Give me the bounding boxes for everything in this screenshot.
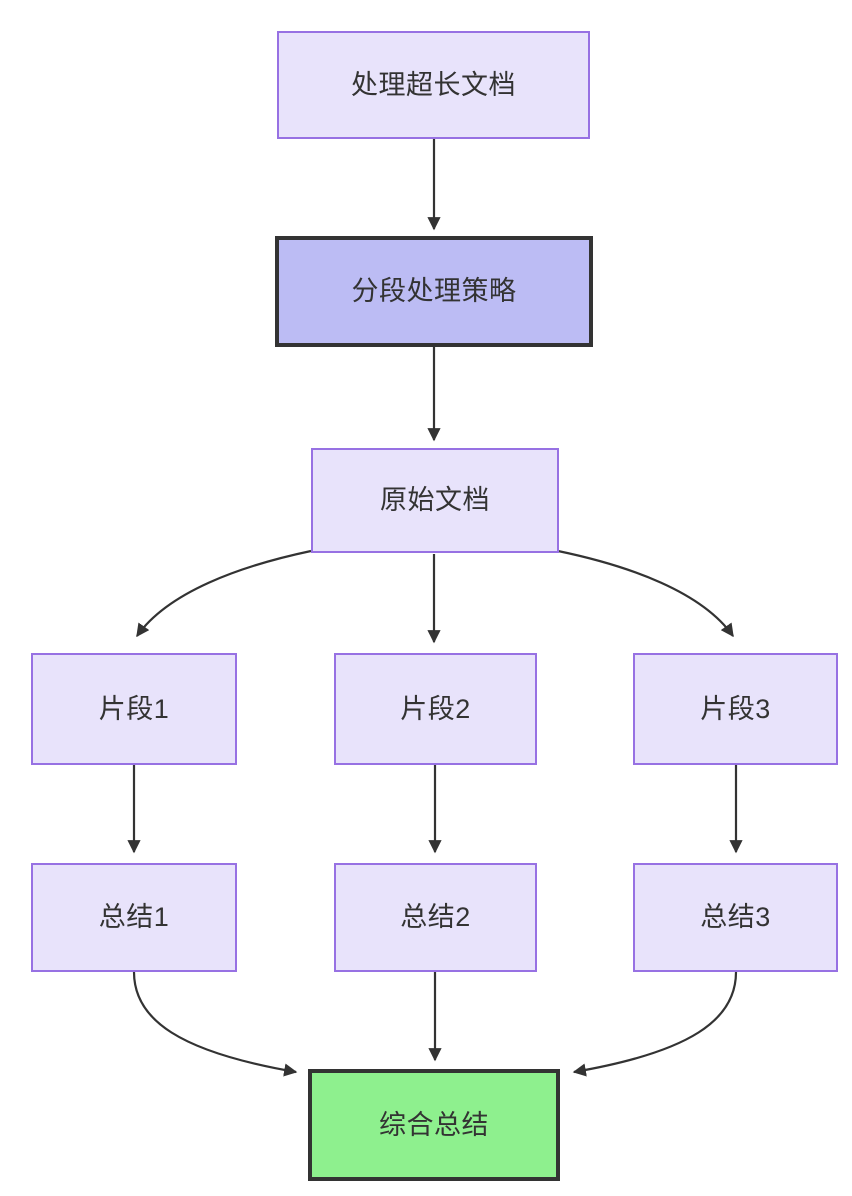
edge-n7-n10 <box>132 971 298 1077</box>
node-fragment-3[interactable]: 片段3 <box>633 653 838 765</box>
node-label: 总结3 <box>700 902 771 933</box>
node-label: 原始文档 <box>380 485 490 516</box>
edge-n3-n6 <box>557 549 734 638</box>
node-label: 分段处理策略 <box>351 276 517 307</box>
node-summary-3[interactable]: 总结3 <box>633 863 838 972</box>
node-fragment-1[interactable]: 片段1 <box>31 653 237 765</box>
node-original-document[interactable]: 原始文档 <box>311 448 559 553</box>
edge-n3-n4 <box>136 549 312 638</box>
edge-n9-n10 <box>572 971 738 1077</box>
node-label: 片段3 <box>700 693 771 724</box>
node-combined-summary[interactable]: 综合总结 <box>308 1069 560 1181</box>
node-label: 片段1 <box>98 693 170 724</box>
node-summary-2[interactable]: 总结2 <box>334 863 537 972</box>
node-fragment-2[interactable]: 片段2 <box>334 653 537 765</box>
node-chunking-strategy[interactable]: 分段处理策略 <box>275 236 593 347</box>
node-process-long-document[interactable]: 处理超长文档 <box>277 31 590 139</box>
node-label: 总结1 <box>98 902 170 933</box>
node-label: 片段2 <box>400 693 471 724</box>
node-label: 综合总结 <box>379 1109 489 1140</box>
node-label: 处理超长文档 <box>351 69 516 100</box>
node-summary-1[interactable]: 总结1 <box>31 863 237 972</box>
node-label: 总结2 <box>400 902 471 933</box>
